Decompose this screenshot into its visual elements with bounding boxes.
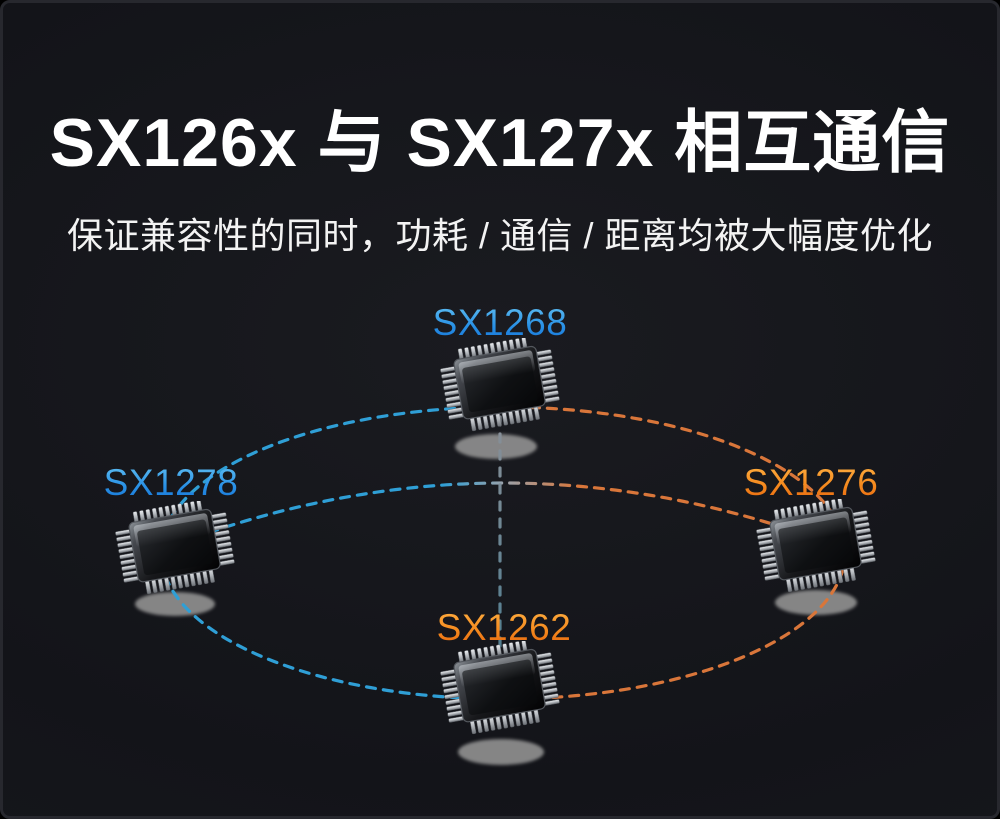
chip-icon-sx1268 <box>436 338 564 440</box>
chip-shadow <box>455 434 537 459</box>
node-label-sx1278: SX1278 <box>103 462 239 503</box>
node-label-sx1262: SX1262 <box>436 607 572 648</box>
page-subtitle: 保证兼容性的同时，功耗 / 通信 / 距离均被大幅度优化 <box>66 215 933 256</box>
chip-shadow <box>458 739 544 765</box>
node-label-sx1276: SX1276 <box>743 462 879 503</box>
cross-link-arc <box>191 481 817 540</box>
chip-icon-sx1276 <box>752 499 880 601</box>
page-title: SX126x 与 SX127x 相互通信 <box>49 105 951 181</box>
node-label-sx1268: SX1268 <box>432 302 568 343</box>
chip-icon-sx1278 <box>111 501 239 603</box>
chip-icon-sx1262 <box>436 641 564 743</box>
